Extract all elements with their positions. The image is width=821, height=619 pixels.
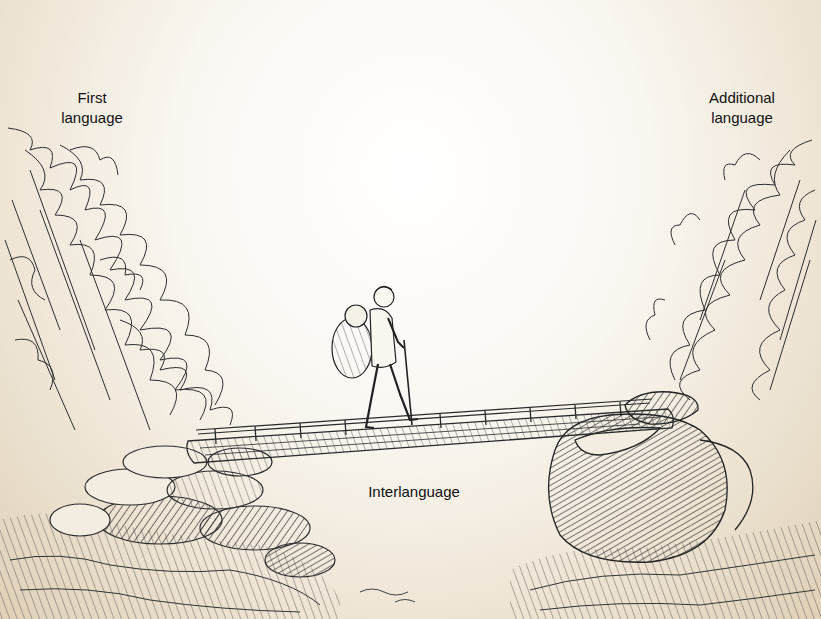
tree-scribble <box>8 128 206 420</box>
region-label: Interlanguage <box>334 482 494 502</box>
trekking-pole <box>404 340 412 425</box>
log-grain <box>200 417 660 455</box>
tree-scribble <box>5 170 150 430</box>
hiker <box>332 286 418 428</box>
tree-scribble <box>670 140 812 380</box>
region-label: Additional language <box>692 88 792 128</box>
tree-scribble <box>100 257 233 425</box>
leg-front <box>390 364 418 420</box>
left-tree <box>5 128 233 430</box>
stone <box>265 543 335 577</box>
arm <box>388 318 404 348</box>
head <box>374 287 394 307</box>
hair <box>375 286 392 292</box>
backpack <box>332 318 372 378</box>
ground-scribble <box>530 555 815 610</box>
bridge-rail <box>196 399 652 434</box>
tree-scribble <box>680 180 816 390</box>
log-bridge <box>187 399 673 463</box>
right-tree <box>646 140 816 400</box>
boulder-scribble <box>700 440 753 530</box>
tree-scribble <box>646 154 760 340</box>
leg-back <box>366 364 378 428</box>
region-label: First language <box>47 88 137 128</box>
left-stones <box>50 446 335 577</box>
tree-scribble <box>10 147 118 390</box>
rail-posts <box>215 402 621 444</box>
water-ripple <box>360 589 415 602</box>
log <box>187 409 673 463</box>
boulder <box>549 414 728 562</box>
bedroll <box>345 305 367 327</box>
tree-scribble <box>60 145 223 405</box>
torso <box>370 309 396 368</box>
tree-scribble <box>680 150 790 400</box>
stone <box>50 504 110 536</box>
